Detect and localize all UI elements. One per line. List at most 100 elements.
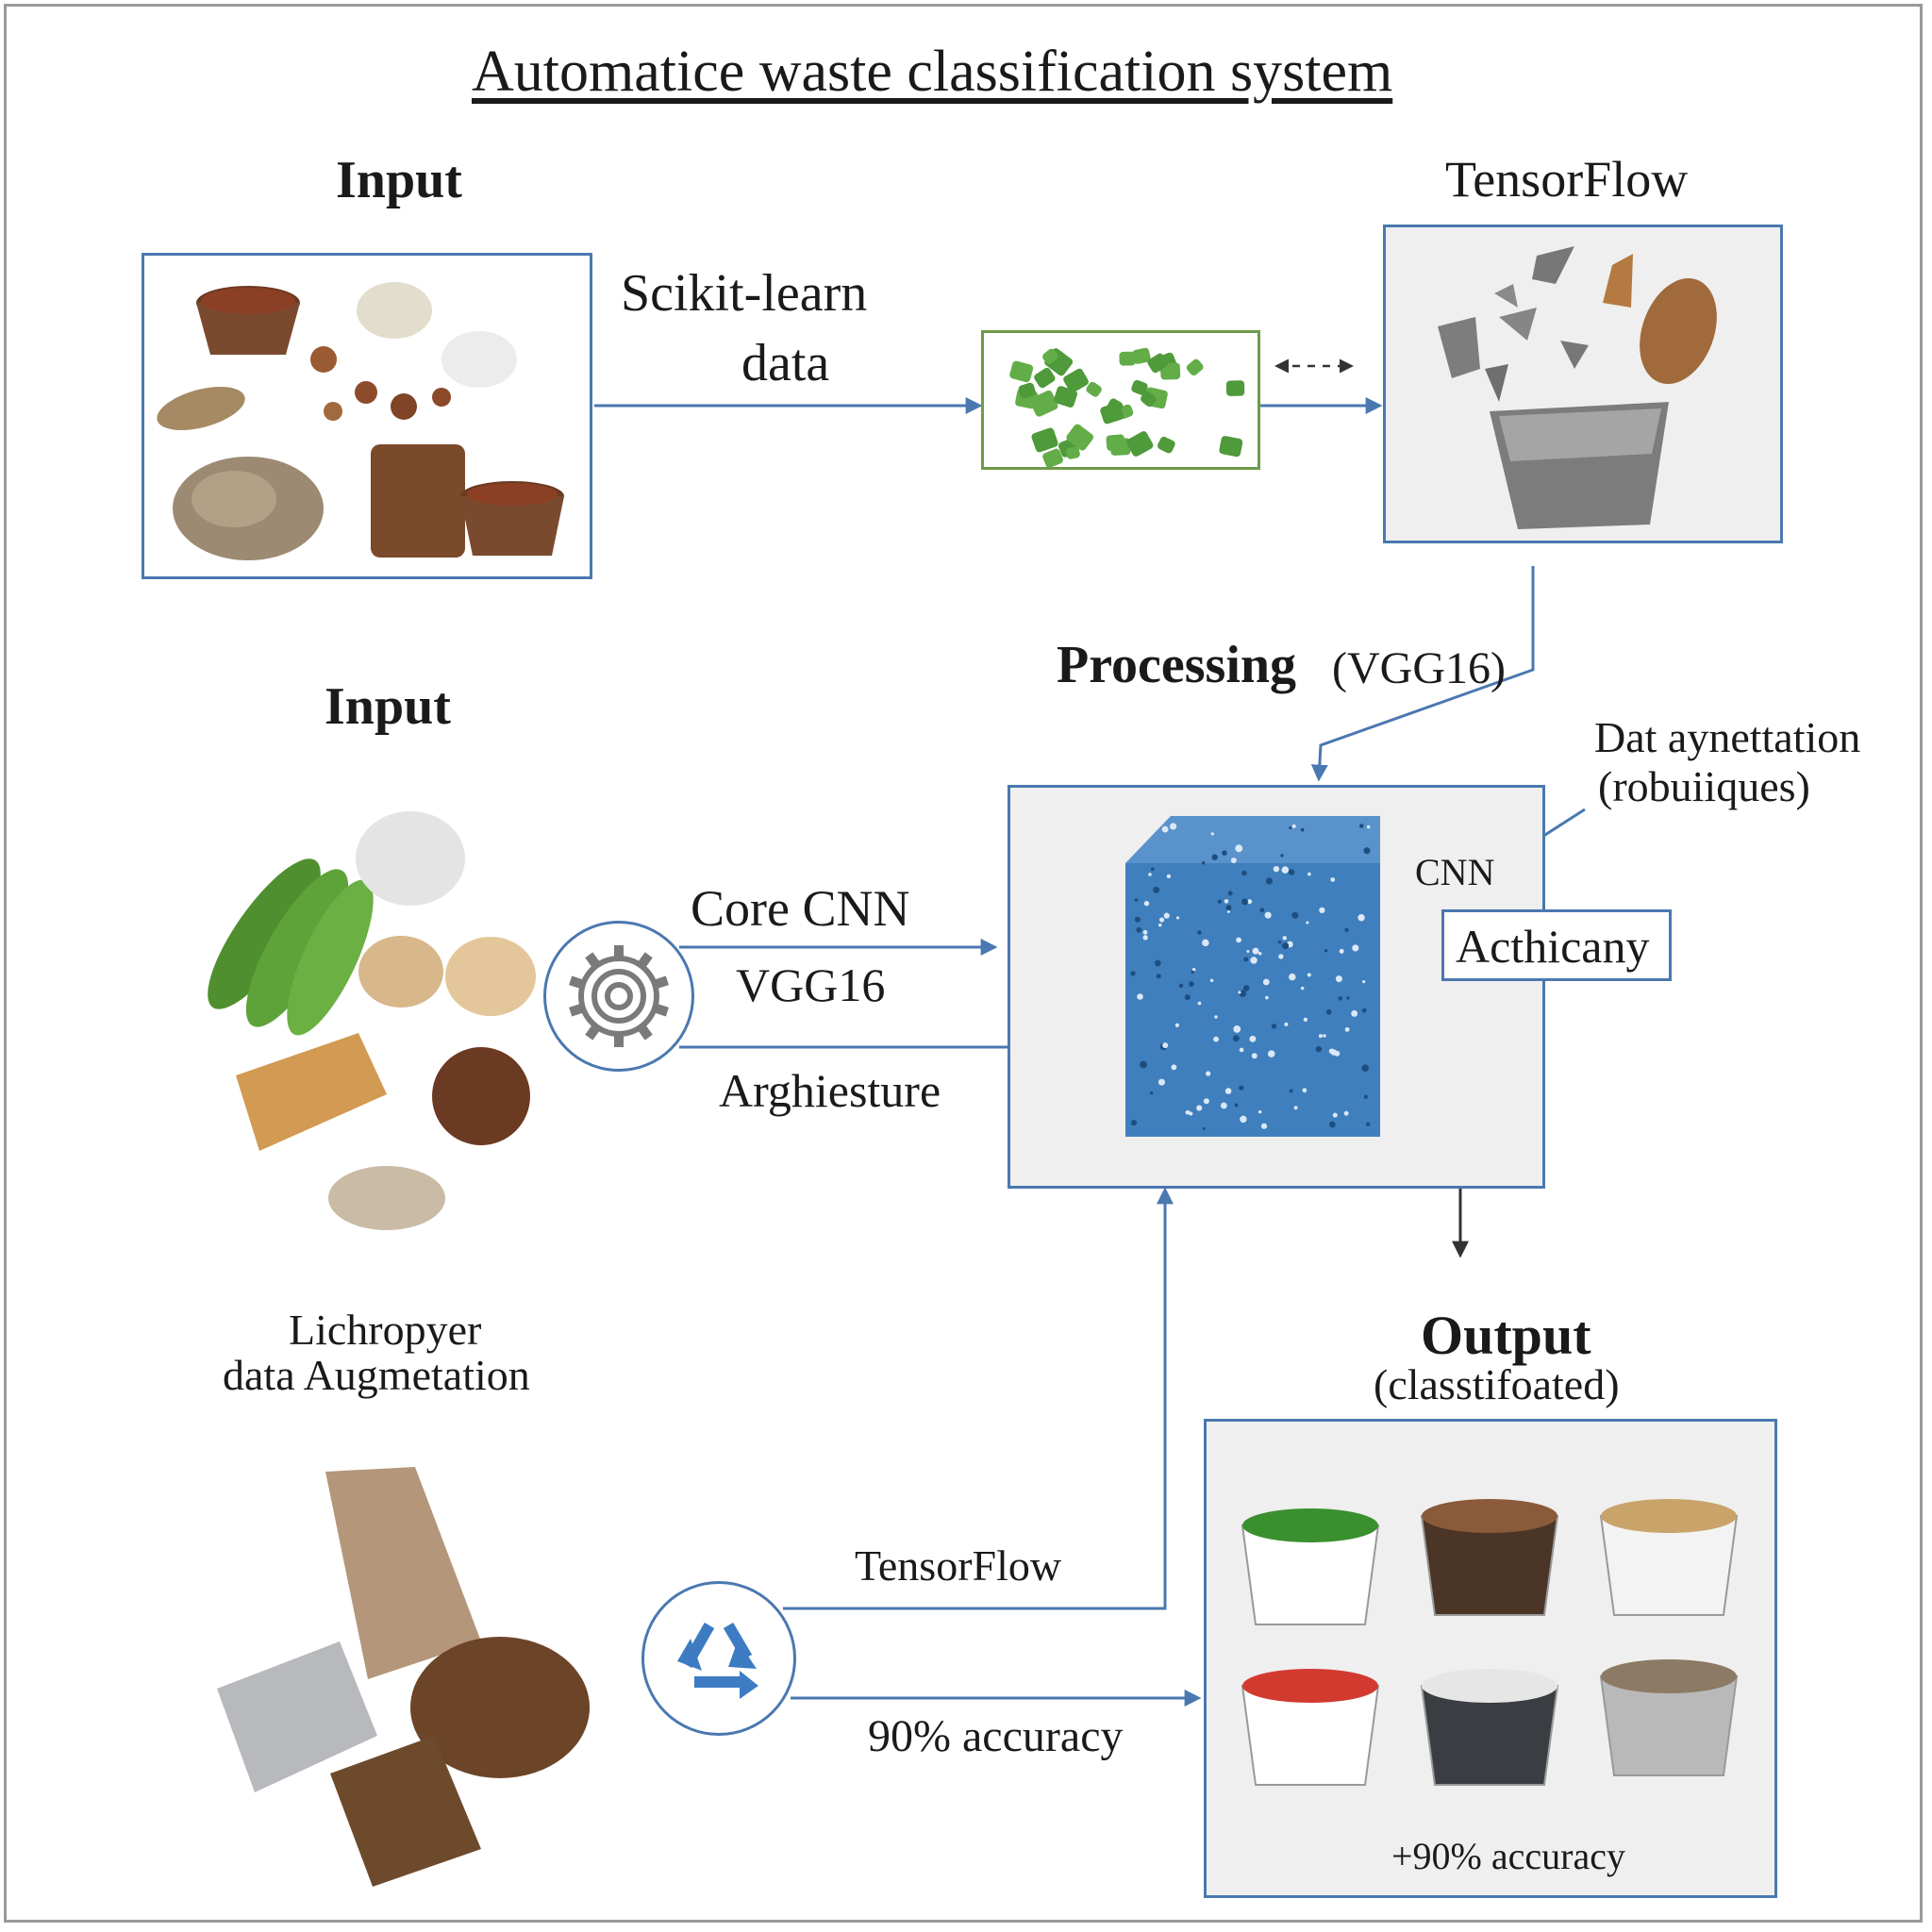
cube-speckle (1240, 1115, 1247, 1124)
cube-speckle (1265, 877, 1274, 885)
cube-speckle (1346, 996, 1350, 1000)
crumb-3 (391, 393, 417, 420)
gear-tooth (637, 952, 653, 969)
cardboard-roll (325, 1467, 481, 1679)
recycle-head-1 (728, 1641, 757, 1669)
crumb-4 (324, 402, 342, 421)
cube-speckle (1257, 951, 1262, 956)
cube-speckle (1188, 981, 1194, 987)
cube-speckle (1363, 847, 1371, 855)
arghiesture-label: Arghiesture (719, 1064, 941, 1117)
green-pellet (1131, 379, 1148, 395)
crumb-1 (310, 346, 337, 373)
sorted-bins-picture (1241, 1499, 1739, 1786)
cube-speckle (1206, 1071, 1211, 1076)
cube-speckle (1142, 929, 1148, 935)
bin-green-contents (1242, 1508, 1378, 1542)
cube-speckle (1220, 1102, 1227, 1109)
cube-speckle (1344, 1026, 1350, 1032)
green-pellet (1009, 360, 1034, 383)
cube-speckle (1247, 899, 1253, 905)
cube-speckle (1352, 944, 1359, 952)
cube-speckle (1158, 923, 1162, 927)
bin-white-contents (1422, 1669, 1557, 1703)
brown-stick (157, 387, 245, 430)
green-pellet (1018, 382, 1036, 399)
cube-speckle (1210, 832, 1214, 836)
cube-speckle (1130, 971, 1136, 976)
green-pellet (1126, 431, 1154, 457)
shard-6 (1603, 254, 1633, 308)
sklearn-data-panel (981, 330, 1260, 470)
cube-speckle (1234, 1103, 1239, 1108)
cube-speckle (1203, 1098, 1209, 1105)
cube-speckle (1338, 996, 1343, 1001)
green-pellet (1042, 448, 1063, 467)
cube-speckle (1225, 905, 1232, 911)
recycle-head-2 (740, 1671, 758, 1699)
cube-speckle (1222, 850, 1227, 856)
cube-speckle (1137, 993, 1143, 1000)
cube-speckle (1330, 877, 1336, 882)
cube-speckle (1230, 858, 1237, 863)
cube-speckle (1278, 954, 1284, 959)
pot-2-body (460, 496, 564, 556)
shard-1 (1532, 246, 1574, 284)
cube-speckle (1351, 1009, 1358, 1017)
cube-speckle (1289, 825, 1292, 830)
cube-speckle (1363, 1094, 1368, 1099)
cube-speckle (1239, 1047, 1244, 1053)
cube-speckle (1197, 930, 1202, 935)
soil-clumps (410, 1637, 590, 1778)
cube-speckle (1197, 1001, 1202, 1006)
cube-speckle (1217, 899, 1222, 904)
cube-speckle (1289, 1089, 1293, 1093)
mixed-waste-picture (157, 282, 564, 560)
cube-top (1125, 816, 1380, 863)
sklearn-label-line2: data (741, 334, 830, 392)
cube-speckle (1184, 994, 1191, 1001)
cube-speckle (1241, 898, 1249, 906)
pot-body (196, 303, 300, 355)
shard-5 (1485, 364, 1508, 402)
cube-speckle (1243, 957, 1249, 962)
green-pellet (1147, 353, 1168, 374)
cube-speckle (1365, 1122, 1371, 1126)
gear-tooth (637, 1024, 653, 1041)
green-pellet (1132, 347, 1151, 364)
cube-speckle (1249, 1035, 1257, 1042)
gear-tooth (614, 945, 624, 958)
bin-metal-contents (1601, 1659, 1737, 1693)
metal-sheets (217, 1641, 377, 1792)
green-pellet (1054, 386, 1078, 408)
cube-speckle (1134, 898, 1139, 902)
cube-speckle (1325, 1008, 1332, 1015)
cube-speckle (1158, 917, 1165, 923)
cube-speckle (1235, 844, 1243, 853)
cube-speckle (1246, 950, 1250, 954)
crumb-2 (355, 381, 377, 404)
cube-speckle (1175, 916, 1180, 920)
organic-waste-illustration (208, 811, 536, 1230)
cube-speckle (1142, 935, 1148, 941)
augmentation-label-line2: (robuiiques) (1598, 762, 1810, 810)
cube-speckle (1293, 1106, 1298, 1110)
cube-speckle (1281, 942, 1290, 950)
cube-speckle (1343, 1110, 1349, 1116)
cube-speckle (1224, 1088, 1232, 1094)
bin-red-contents (1242, 1669, 1378, 1703)
cube-speckle (1178, 983, 1184, 989)
gear-ring-mid (591, 969, 646, 1024)
acthicany-label: Acthicany (1456, 920, 1650, 973)
tensorflow-top-label: TensorFlow (1445, 151, 1689, 208)
cube-speckle (1227, 891, 1233, 896)
cube-speckle (1262, 978, 1270, 986)
cube-speckle (1257, 1109, 1262, 1114)
cube-speckle (1239, 1085, 1244, 1091)
gear-icon (569, 945, 669, 1047)
output-label: Output (1421, 1305, 1591, 1366)
cube-speckle (1241, 870, 1247, 876)
recyclables-picture (198, 1453, 613, 1896)
recycle-head-3 (677, 1639, 702, 1671)
green-pellet (1031, 427, 1058, 453)
